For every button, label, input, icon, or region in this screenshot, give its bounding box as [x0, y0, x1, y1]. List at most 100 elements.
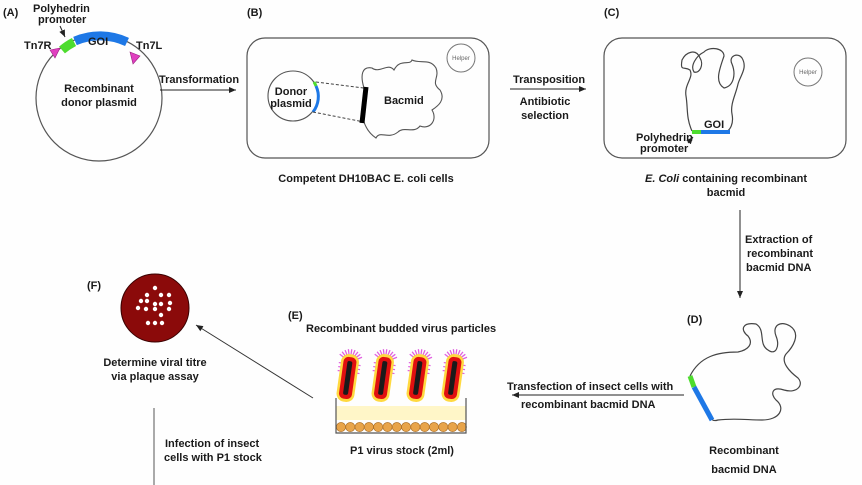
plaques — [135, 285, 173, 326]
panel-c: (C) GOI Polyhedrin promoter Helper E. Co… — [603, 7, 847, 199]
plaque — [144, 292, 150, 298]
panel-b: (B) Donor plasmid Bacmid Helper Competen… — [246, 7, 490, 185]
panel-d-tag: (D) — [687, 314, 703, 326]
promoter-segment-b — [312, 81, 318, 87]
virus-spike — [422, 349, 426, 356]
donor-label-line2: plasmid — [270, 98, 312, 110]
plaque — [167, 300, 173, 306]
goi-segment — [73, 31, 129, 47]
virus-spike — [352, 349, 356, 356]
transposition-label: Transposition — [513, 74, 585, 86]
panel-e-title: Recombinant budded virus particles — [306, 323, 496, 335]
virus-spike — [344, 349, 348, 355]
insect-cell — [456, 422, 467, 432]
ecoli-cell-c — [603, 37, 847, 159]
virus-spike — [411, 351, 416, 357]
virus-spike — [379, 349, 383, 355]
promoter-segment-d — [687, 375, 697, 388]
panel-c-caption-line2: bacmid — [707, 187, 746, 199]
bacmid-attachment-site — [359, 86, 369, 124]
virus-nucleocapsid — [413, 361, 423, 395]
plasmid-label-line1: Recombinant — [64, 83, 134, 95]
virus-spike — [376, 351, 381, 357]
tn7l-label: Tn7L — [136, 40, 163, 52]
virus-spike — [425, 353, 431, 358]
insect-cell — [438, 422, 449, 432]
virus-spike — [341, 351, 346, 357]
promoter-pointer-c — [686, 136, 694, 145]
plaque — [145, 320, 151, 326]
plaque — [158, 312, 164, 318]
infection-label-line2: cells with P1 stock — [164, 452, 263, 464]
plaque — [166, 292, 172, 298]
virus-nucleocapsid — [378, 361, 388, 395]
virus-spike — [455, 349, 458, 355]
virus-spike — [446, 351, 451, 357]
virus-spike — [382, 349, 385, 355]
virus-spike — [355, 353, 361, 358]
goi-segment-b — [311, 85, 320, 113]
titre-arrow — [195, 324, 314, 399]
helper-label-c: Helper — [799, 70, 817, 76]
panel-b-caption: Competent DH10BAC E. coli cells — [278, 173, 453, 185]
panel-d-caption-line2: bacmid DNA — [711, 464, 776, 476]
plaque — [152, 306, 158, 312]
virus-particles — [336, 349, 468, 402]
extraction-label-line3: bacmid DNA — [746, 262, 811, 274]
panel-e-caption: P1 virus stock (2ml) — [350, 445, 454, 457]
insect-cell — [401, 422, 411, 432]
virus-spike — [347, 349, 350, 355]
goi-label: GOI — [88, 36, 108, 48]
virus-particle — [406, 349, 433, 402]
extraction-label-line1: Extraction of — [745, 234, 813, 246]
plaque — [158, 292, 164, 298]
promoter-label-line1: Polyhedrin — [33, 3, 90, 15]
plaque — [152, 301, 158, 307]
insect-cell — [419, 422, 430, 432]
plaque — [152, 285, 158, 291]
infection-label-line1: Infection of insect — [165, 438, 259, 450]
plaque — [166, 306, 172, 312]
helper-plasmid-c — [793, 57, 823, 87]
virus-spike — [417, 349, 420, 355]
plaque — [158, 301, 164, 307]
transfection-label-line1: Transfection of insect cells with — [507, 381, 674, 393]
virus-spike — [452, 349, 455, 355]
virus-spike — [389, 351, 394, 357]
panel-c-caption-line1: E. Coli containing recombinant — [645, 173, 807, 185]
virus-spike — [387, 349, 391, 356]
panel-e-tag: (E) — [288, 310, 303, 322]
virus-particle — [441, 349, 468, 402]
virus-nucleocapsid — [448, 361, 458, 395]
virus-spike — [457, 349, 461, 356]
transformation-label: Transformation — [159, 74, 239, 86]
promoter-segment — [59, 37, 77, 54]
extraction-label-line2: recombinant — [747, 248, 813, 260]
panel-c-caption-italic: E. Coli — [645, 173, 680, 185]
bacmid-outline — [361, 59, 443, 139]
culture-dish — [335, 398, 467, 434]
insect-cell — [447, 422, 458, 432]
insect-cell — [345, 422, 356, 432]
virus-spike — [414, 349, 418, 355]
plaque — [138, 298, 144, 304]
insect-cell — [391, 422, 402, 432]
helper-plasmid-b — [446, 43, 476, 73]
insect-cell — [336, 422, 346, 432]
promoter-label-c-line1: Polyhedrin — [636, 132, 693, 144]
bacmid-label: Bacmid — [384, 95, 424, 107]
virus-spike — [385, 349, 388, 355]
goi-segment-d — [691, 385, 715, 422]
goi-label-c: GOI — [704, 119, 724, 131]
ecoli-cell-b — [246, 37, 490, 159]
panel-d: (D) Recombinant bacmid DNA — [687, 314, 801, 476]
tn7r-label: Tn7R — [24, 40, 52, 52]
insect-cell — [373, 422, 384, 432]
virus-spike — [390, 353, 396, 358]
panel-f-caption-line1: Determine viral titre — [103, 357, 206, 369]
virus-particle — [336, 349, 363, 402]
insect-cell — [382, 422, 393, 432]
recombinant-bacmid-d — [689, 323, 801, 422]
recombinant-bacmid-c — [680, 47, 745, 133]
antibiotic-label-line1: Antibiotic — [520, 96, 571, 108]
